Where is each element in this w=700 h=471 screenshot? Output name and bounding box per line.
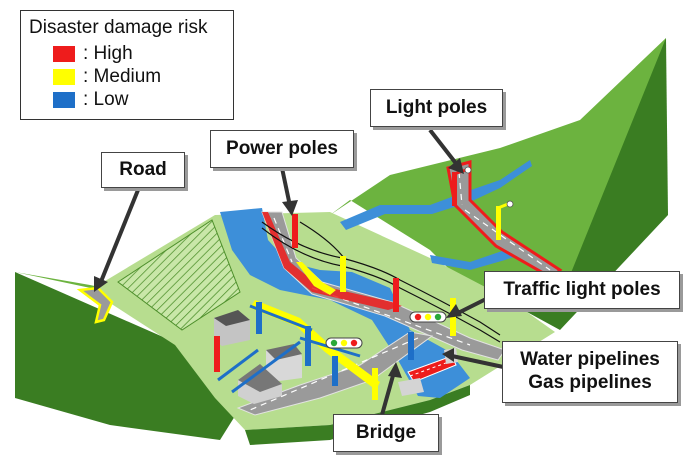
callout-gas-pipelines-text: Gas pipelines [528,372,652,393]
callout-traffic-light-poles-text: Traffic light poles [503,278,661,300]
building-1 [214,310,250,346]
power-pole-low-2 [305,326,311,366]
legend-swatch-high [53,46,75,62]
callout-water-pipelines-text: Water pipelines [520,349,660,371]
power-pole-high-1 [292,214,298,248]
callout-road-text: Road [119,158,167,180]
stream-right [340,160,532,230]
power-pole-high-2 [393,278,399,312]
callout-traffic-light-poles: Traffic light poles [484,271,680,309]
risk-legend: Disaster damage risk : High : Medium : L… [20,10,234,120]
callout-light-poles-text: Light poles [385,96,488,118]
legend-swatch-medium [53,69,75,85]
right-mountain [330,38,666,318]
light-pole-medium [496,200,514,240]
power-pole-low-1 [256,302,262,334]
power-pole-low-3 [332,356,338,386]
road-mid-yellow [296,262,336,295]
callout-road: Road [101,152,185,188]
callout-pipelines: Water pipelines Gas pipelines [502,341,678,403]
power-pole-low-4 [408,332,414,360]
left-mountain-dark [15,272,245,440]
traffic-light-2 [325,337,363,349]
power-pole-medium-3 [372,368,378,400]
stream-right-2 [430,250,520,270]
front-cliff [245,385,470,445]
legend-label-low: : Low [83,89,129,110]
legend-item-medium: : Medium [53,66,161,88]
legend-swatch-low [53,92,75,108]
legend-item-low: : Low [53,89,128,111]
callout-light-poles: Light poles [370,89,503,127]
pointer-arrows [94,128,509,423]
callout-power-poles: Power poles [210,130,354,168]
hatched-field [117,219,241,331]
traffic-light-1 [409,311,447,323]
power-pole-medium-1 [340,256,346,292]
callout-bridge: Bridge [333,414,439,452]
building-4 [398,378,424,396]
road-medium-risk [250,300,380,390]
callout-power-poles-text: Power poles [226,137,338,159]
legend-item-high: : High [53,43,133,65]
legend-label-high: : High [83,43,133,64]
legend-title: Disaster damage risk [29,17,208,38]
power-pole-high-3 [214,336,220,372]
legend-label-medium: : Medium [83,66,162,87]
bridge [407,355,457,383]
callout-bridge-text: Bridge [355,421,417,443]
